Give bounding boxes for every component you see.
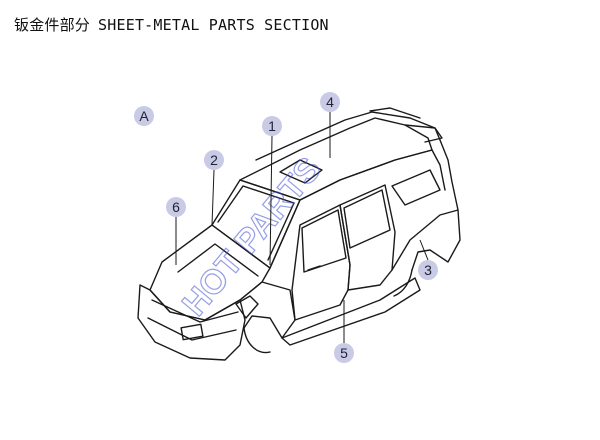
leader-1 xyxy=(269,135,273,266)
callout-2: 2 xyxy=(204,150,224,170)
page-title: 钣金件部分 SHEET-METAL PARTS SECTION xyxy=(14,14,329,35)
callout-1: 1 xyxy=(262,116,282,136)
side-frame xyxy=(269,149,446,269)
rear-spoiler xyxy=(404,124,443,143)
callout-6: 6 xyxy=(166,197,186,217)
rear-door xyxy=(339,184,396,291)
rear-fender xyxy=(391,209,461,271)
callout-5: 5 xyxy=(334,343,354,363)
leader-2 xyxy=(211,169,215,226)
front-bumper xyxy=(137,284,246,361)
leader-3 xyxy=(419,239,429,261)
title-chinese: 钣金件部分 xyxy=(14,16,91,34)
sunroof xyxy=(279,159,323,184)
callout-view-a: A xyxy=(134,106,154,126)
side-sill xyxy=(281,277,421,346)
callout-3: 3 xyxy=(418,260,438,280)
title-english: SHEET-METAL PARTS SECTION xyxy=(98,16,329,34)
callout-4: 4 xyxy=(320,92,340,112)
front-fender xyxy=(239,281,296,339)
